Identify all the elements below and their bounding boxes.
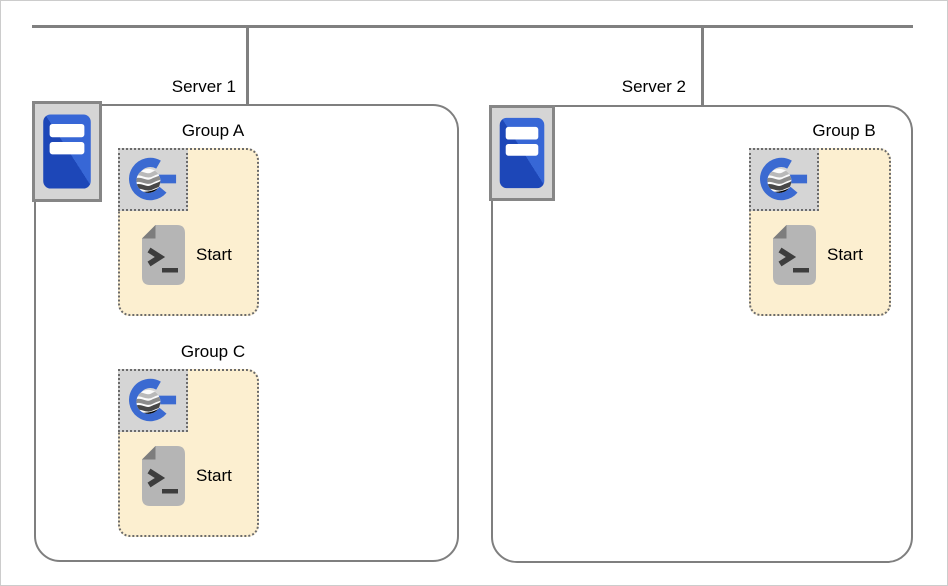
server-rack-icon: [489, 105, 555, 201]
start-script-icon: [141, 224, 186, 286]
server-rack-icon: [32, 101, 102, 202]
group-a: Group A Start: [118, 121, 259, 316]
group-c-label: Group C: [180, 342, 246, 361]
server-2-label: Server 2: [621, 77, 686, 96]
gigaspaces-logo-icon: [760, 155, 808, 203]
server-rack-icon-glyph: [43, 114, 91, 189]
group-b-logo-tile: [749, 148, 819, 211]
gigaspaces-logo-icon: [129, 376, 177, 424]
server-2-connector-line: [701, 25, 704, 107]
start-script-icon: [772, 224, 817, 286]
network-bus-line: [32, 25, 913, 28]
server-1-label: Server 1: [171, 77, 236, 96]
group-c-logo-tile: [118, 369, 188, 432]
group-a-label: Group A: [181, 121, 245, 140]
group-b: Group B Start: [749, 121, 891, 316]
group-a-start-script: Start: [141, 223, 232, 286]
server-1-connector-line: [246, 25, 249, 106]
group-b-label: Group B: [812, 121, 876, 140]
group-b-start-script: Start: [772, 223, 863, 286]
start-script-label: Start: [827, 244, 863, 264]
start-script-label: Start: [196, 244, 232, 264]
server-rack-icon-glyph: [499, 117, 545, 189]
group-a-logo-tile: [118, 148, 188, 211]
group-c-start-script: Start: [141, 444, 232, 507]
start-script-icon: [141, 445, 186, 507]
group-c: Group C Start: [118, 342, 259, 537]
gigaspaces-logo-icon: [129, 155, 177, 203]
start-script-label: Start: [196, 465, 232, 485]
